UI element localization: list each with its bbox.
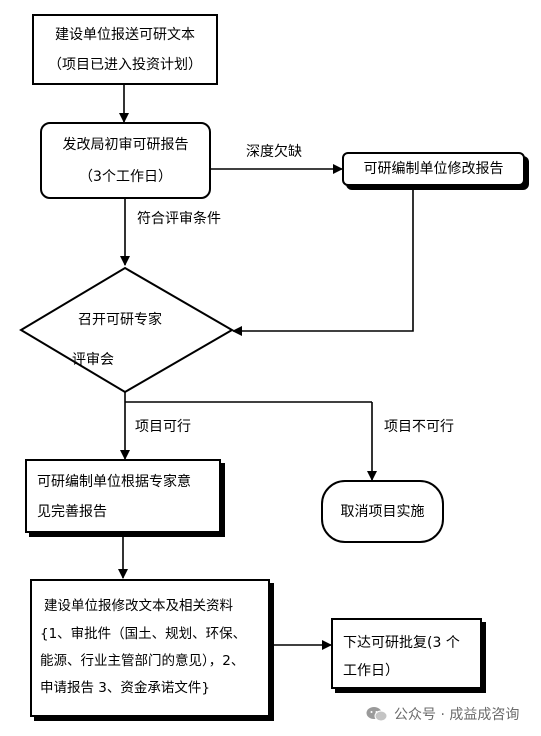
node-resubmit-materials-line4: 申请报告 3、资金承诺文件} — [40, 680, 210, 696]
node-improve-report-line1: 可研编制单位根据专家意 — [37, 474, 191, 490]
node-resubmit-materials-line1: 建设单位报修改文本及相关资料 — [44, 598, 233, 614]
node-initial-review-line2: （3个工作日） — [79, 168, 172, 185]
watermark-text: 公众号 · 成益成咨询 — [394, 707, 520, 723]
node-resubmit-materials: 建设单位报修改文本及相关资料 {1、审批件（国土、规划、环保、 能源、行业主管部… — [30, 579, 270, 717]
node-initial-review: 发改局初审可研报告 （3个工作日） — [40, 122, 211, 199]
node-expert-meeting-line1: 召开可研专家 — [78, 312, 162, 328]
node-cancel-project: 取消项目实施 — [321, 480, 444, 543]
node-resubmit-materials-line3: 能源、行业主管部门的意见），2、 — [40, 653, 245, 669]
node-revise-report: 可研编制单位修改报告 — [342, 152, 525, 186]
node-issue-approval-line2: 工作日） — [343, 663, 399, 679]
node-expert-meeting: 召开可研专家 评审会 — [72, 309, 202, 368]
node-submit-study-line2: （项目已进入投资计划） — [48, 56, 202, 73]
node-initial-review-line1: 发改局初审可研报告 — [62, 136, 189, 153]
label-feasible: 项目可行 — [135, 419, 191, 435]
node-issue-approval-line1: 下达可研批复(3 个 — [343, 635, 460, 651]
node-resubmit-materials-line2: {1、审批件（国土、规划、环保、 — [40, 626, 247, 642]
node-improve-report-line2: 见完善报告 — [37, 504, 107, 520]
label-deficient: 深度欠缺 — [246, 144, 302, 160]
watermark: 公众号 · 成益成咨询 — [366, 704, 519, 724]
label-not-feasible: 项目不可行 — [384, 419, 454, 435]
node-revise-report-text: 可研编制单位修改报告 — [363, 161, 504, 177]
node-submit-study-line1: 建设单位报送可研文本 — [55, 26, 195, 43]
wechat-icon — [366, 706, 388, 722]
label-meets-criteria: 符合评审条件 — [137, 211, 221, 227]
node-submit-study: 建设单位报送可研文本 （项目已进入投资计划） — [32, 14, 218, 85]
node-issue-approval: 下达可研批复(3 个 工作日） — [331, 618, 482, 689]
node-improve-report: 可研编制单位根据专家意 见完善报告 — [25, 459, 221, 533]
node-expert-meeting-line2: 评审会 — [72, 352, 114, 368]
edge-revise-to-meeting — [232, 186, 414, 336]
node-cancel-project-text: 取消项目实施 — [340, 503, 425, 520]
